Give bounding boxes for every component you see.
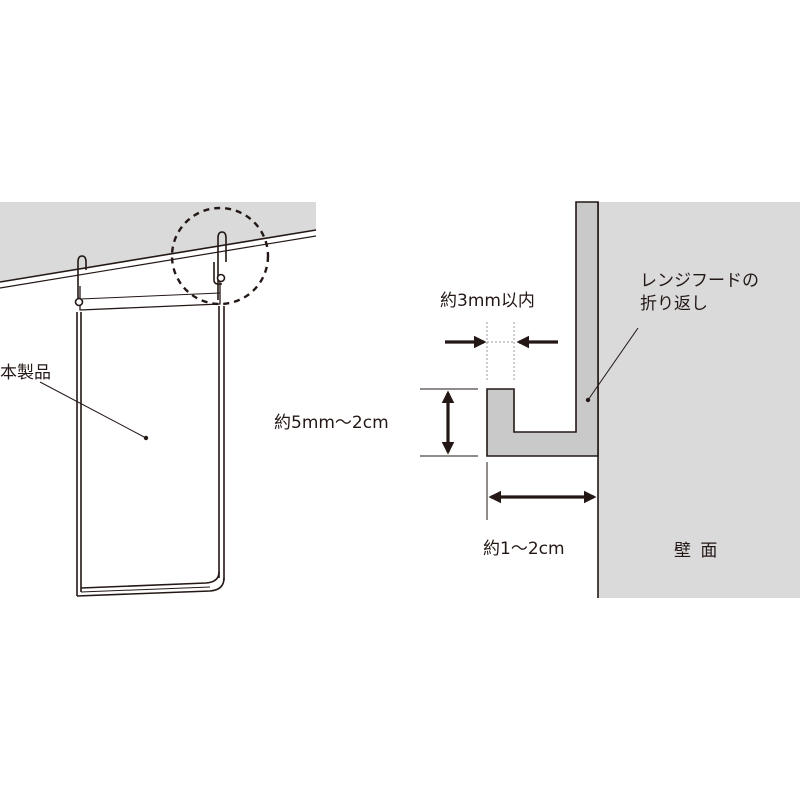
depth-dimension-label: 約1〜2cm <box>483 539 565 559</box>
hood-fold-leader <box>585 327 639 403</box>
height-dimension-label: 約5mm〜2cm <box>274 413 389 433</box>
hood-fold-label-line2: 折り返し <box>640 293 708 314</box>
hook-icon <box>74 255 87 307</box>
hood-fold-label: レンジフードの 折り返し <box>640 270 759 316</box>
product-label: 本製品 <box>0 363 51 383</box>
hook-icon <box>213 231 227 300</box>
wall-label: 壁 面 <box>674 541 720 561</box>
callout-circle-icon <box>170 206 270 306</box>
height-dimension <box>420 388 478 457</box>
gap-dimension <box>445 322 558 382</box>
product-leader <box>39 381 149 441</box>
hood-fold-label-line1: レンジフードの <box>640 271 759 291</box>
depth-dimension <box>486 462 597 520</box>
product-towel-bar <box>74 231 227 597</box>
gap-dimension-label: 約3mm以内 <box>440 291 535 311</box>
hood-fold-section <box>486 201 599 457</box>
hood-underside-panel <box>0 202 317 289</box>
wall-surface <box>598 202 800 598</box>
